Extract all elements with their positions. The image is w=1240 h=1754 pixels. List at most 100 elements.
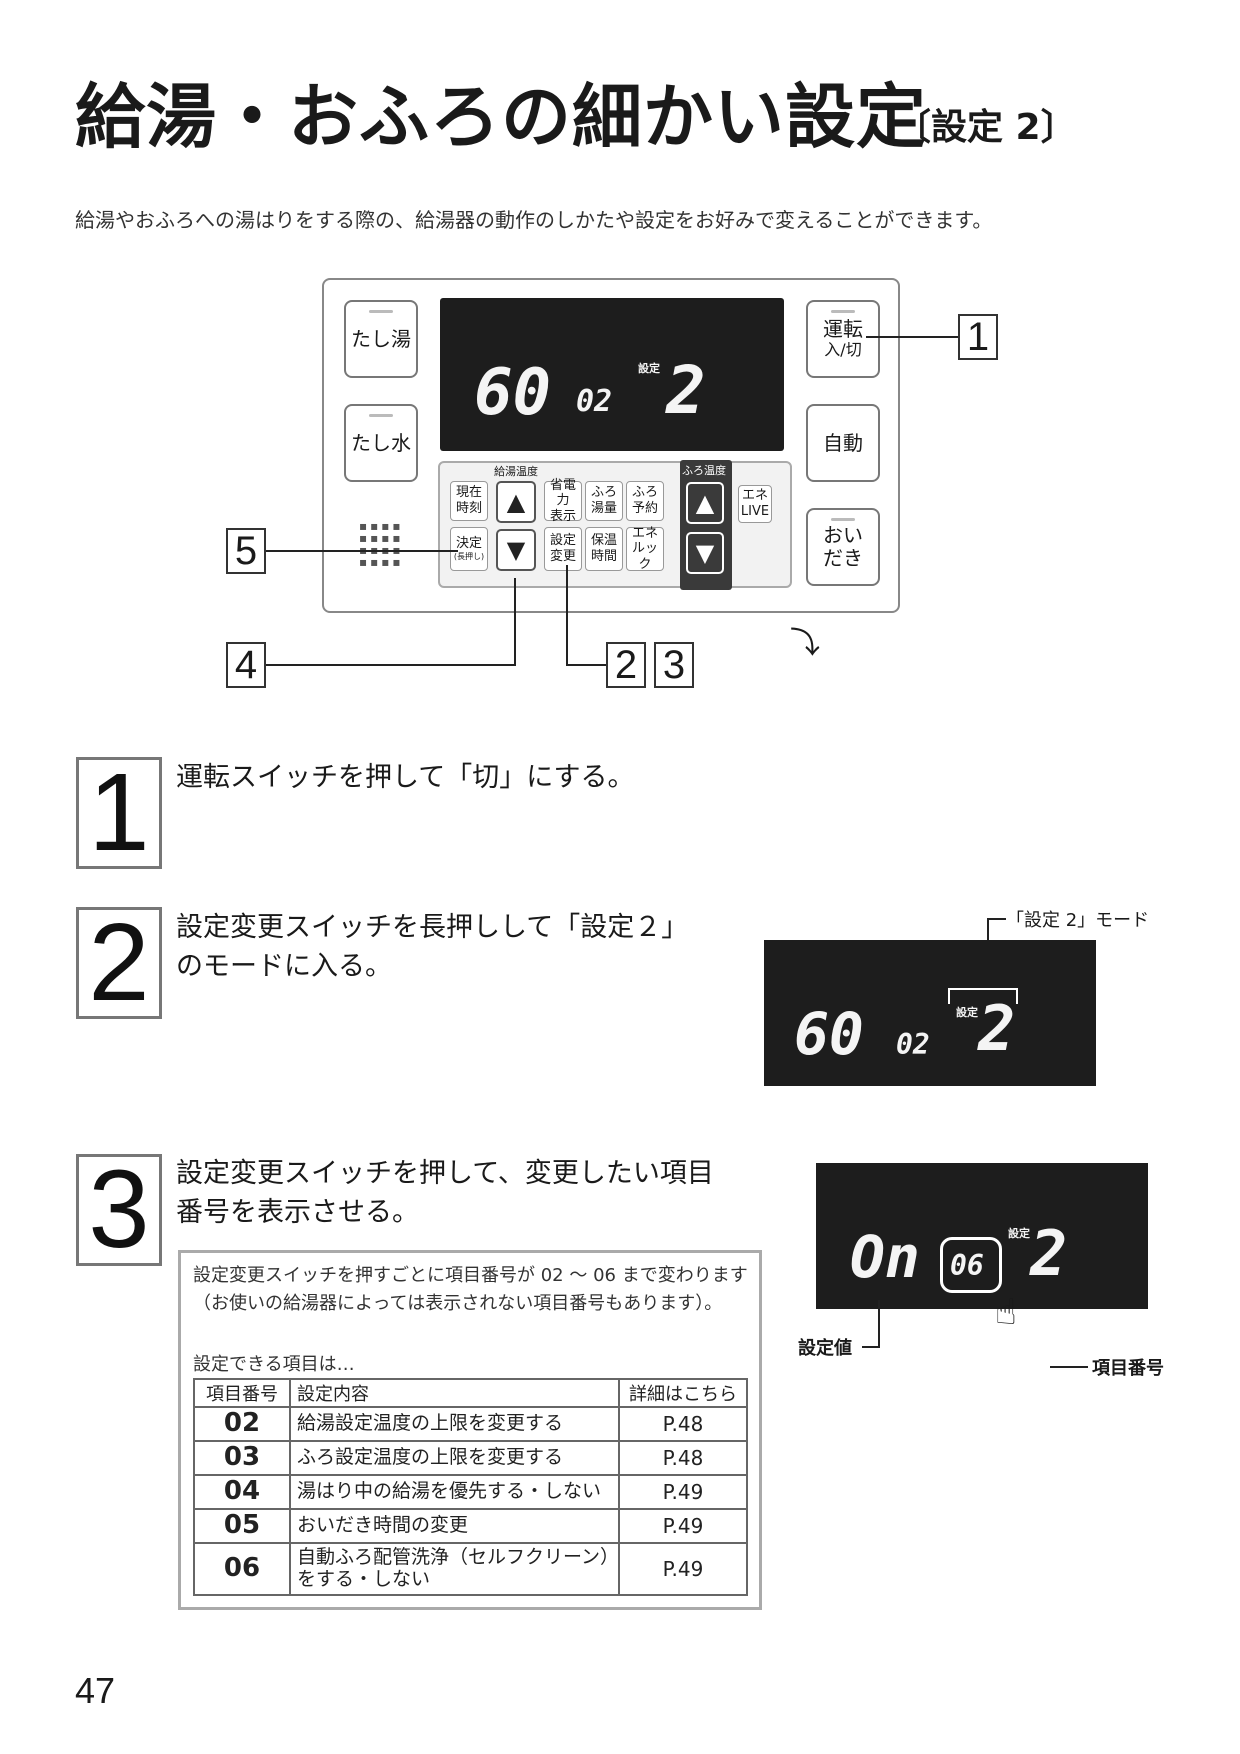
button-label: おい — [823, 523, 863, 547]
button-label: 現在 — [455, 485, 482, 501]
step-text: 番号を表示させる。 — [176, 1197, 419, 1228]
intro-text: 給湯やおふろへの湯はりをする際の、給湯器の動作のしかたや設定をお好みで変えること… — [75, 208, 993, 232]
button-label: ルック — [631, 541, 658, 572]
leader-line — [566, 565, 568, 666]
item-code: 04 — [193, 1474, 291, 1510]
button-sublabel: 入/切 — [824, 340, 862, 360]
page-number: 47 — [75, 1670, 116, 1711]
unten-button[interactable]: 運転 入/切 — [806, 300, 880, 378]
mode-label: 「設定 2」モード — [1006, 910, 1150, 931]
callout-3: 3 — [654, 642, 694, 688]
column-header: 項目番号 — [193, 1378, 291, 1408]
button-label: 時刻 — [455, 501, 482, 516]
leader-line — [514, 578, 516, 666]
button-label: 決定 — [455, 536, 482, 552]
label-item-number: 項目番号 — [1092, 1358, 1164, 1379]
leader-line — [988, 918, 1006, 920]
pointing-hand-icon: ☝ — [995, 1292, 1017, 1333]
table-row: 05 おいだき時間の変更 P.49 — [193, 1508, 748, 1544]
item-code: 02 — [193, 1406, 291, 1442]
button-label: 自動 — [823, 430, 863, 455]
button-label: ふろ — [631, 485, 658, 501]
triangle-up-icon: ▲ — [695, 489, 715, 517]
kettei-button[interactable]: 決定 (長押し) — [450, 527, 488, 571]
item-code: 06 — [193, 1542, 291, 1596]
item-code: 03 — [193, 1440, 291, 1476]
table-row: 03 ふろ設定温度の上限を変更する P.48 — [193, 1440, 748, 1476]
button-label: 予約 — [631, 501, 658, 516]
item-page-ref: P.48 — [618, 1440, 748, 1476]
jido-button[interactable]: 自動 — [806, 404, 880, 482]
note-text: 設定変更スイッチを押すごとに項目番号が 02 ～ 06 まで変わります（お使いの… — [193, 1265, 748, 1314]
lcd-item-number: 02 — [896, 1028, 930, 1061]
button-label: 湯量 — [590, 501, 617, 516]
leader-line — [266, 550, 458, 552]
step-number: 2 — [76, 907, 162, 1019]
lcd-temperature: 60 — [794, 1000, 864, 1068]
tashimizu-button[interactable]: たし水 — [344, 404, 418, 482]
tashiyu-button[interactable]: たし湯 — [344, 300, 418, 378]
table-row: 06 自動ふろ配管洗浄（セルフクリーン）をする・しない P.49 — [193, 1542, 748, 1596]
title-suffix: 〔設定 2〕 — [895, 107, 1077, 148]
button-label: 運転 — [823, 317, 863, 342]
triangle-down-icon: ▼ — [695, 539, 715, 567]
furo-temp-down-button[interactable]: ▼ — [686, 532, 724, 574]
callout-1: 1 — [958, 314, 998, 360]
button-label: 時間 — [590, 549, 617, 564]
settings-table: 項目番号 設定内容 詳細はこちら 02 給湯設定温度の上限を変更する P.48 … — [193, 1378, 748, 1596]
item-description: 湯はり中の給湯を優先する・しない — [289, 1474, 620, 1510]
hoon-jikan-button[interactable]: 保温 時間 — [585, 527, 623, 571]
lcd-setting-value: On — [850, 1223, 920, 1291]
table-header-row: 項目番号 設定内容 詳細はこちら — [193, 1378, 748, 1408]
triangle-up-icon: ▲ — [506, 488, 526, 516]
lcd-settei-label: 設定 — [1008, 1227, 1030, 1240]
triangle-down-icon: ▼ — [506, 536, 526, 564]
kyuyu-temp-up-button[interactable]: ▲ — [496, 481, 536, 523]
leader-line — [266, 664, 516, 666]
ene-look-button[interactable]: エネ ルック — [626, 525, 664, 572]
button-label: 省電力 — [549, 477, 576, 509]
item-page-ref: P.49 — [618, 1542, 748, 1596]
leader-line — [1050, 1366, 1088, 1368]
callout-4: 4 — [226, 642, 266, 688]
furo-yoyaku-button[interactable]: ふろ 予約 — [626, 481, 664, 521]
step-text: 設定変更スイッチを長押しして「設定２」 — [176, 912, 689, 943]
lcd-item-number: 02 — [576, 384, 613, 419]
furo-yuryo-button[interactable]: ふろ 湯量 — [585, 481, 623, 521]
label-setting-value: 設定値 — [798, 1338, 852, 1359]
label-furo-ondo: ふろ温度 — [682, 464, 726, 477]
note-text: 設定できる項目は… — [193, 1354, 355, 1375]
button-sublabel: (長押し) — [453, 552, 485, 561]
column-header: 設定内容 — [289, 1378, 620, 1408]
column-header: 詳細はこちら — [618, 1378, 748, 1408]
item-description: 自動ふろ配管洗浄（セルフクリーン）をする・しない — [289, 1542, 620, 1596]
lcd-item-number: 06 — [950, 1249, 984, 1282]
item-description: ふろ設定温度の上限を変更する — [289, 1440, 620, 1476]
button-label: エネ — [631, 525, 658, 541]
item-highlight-circle — [940, 1237, 1002, 1293]
lcd-settei-number: 2 — [666, 352, 706, 429]
led-indicator — [831, 518, 855, 521]
table-row: 02 給湯設定温度の上限を変更する P.48 — [193, 1406, 748, 1442]
kyuyu-temp-down-button[interactable]: ▼ — [496, 529, 536, 571]
shodenryoku-hyoji-button[interactable]: 省電力 表示 — [544, 477, 582, 524]
step-number: 1 — [76, 757, 162, 869]
button-label: たし水 — [351, 430, 411, 455]
control-area: 給湯温度 現在 時刻 決定 (長押し) ▲ ▼ 省電力 表示 ふろ 湯量 ふろ … — [438, 460, 792, 590]
led-indicator — [369, 310, 393, 313]
oidaki-button[interactable]: おい だき — [806, 508, 880, 586]
table-row: 04 湯はり中の給湯を優先する・しない P.49 — [193, 1474, 748, 1510]
label-kyuyu-ondo: 給湯温度 — [494, 465, 538, 478]
button-label: ふろ — [590, 485, 617, 501]
button-label: エネ — [741, 488, 768, 504]
settei-henko-button[interactable]: 設定 変更 — [544, 527, 582, 571]
genzai-jikoku-button[interactable]: 現在 時刻 — [450, 481, 488, 521]
item-description: 給湯設定温度の上限を変更する — [289, 1406, 620, 1442]
speaker-grille: ▪▪▪▪▪▪▪▪▪▪▪▪▪▪▪▪ — [359, 519, 404, 569]
leader-line — [566, 664, 606, 666]
ene-live-button[interactable]: エネ LIVE — [738, 485, 772, 523]
furo-temp-up-button[interactable]: ▲ — [686, 482, 724, 524]
button-label: 保温 — [590, 533, 617, 549]
main-lcd-display: 60 02 設定 2 — [440, 298, 784, 451]
callout-5: 5 — [226, 528, 266, 574]
